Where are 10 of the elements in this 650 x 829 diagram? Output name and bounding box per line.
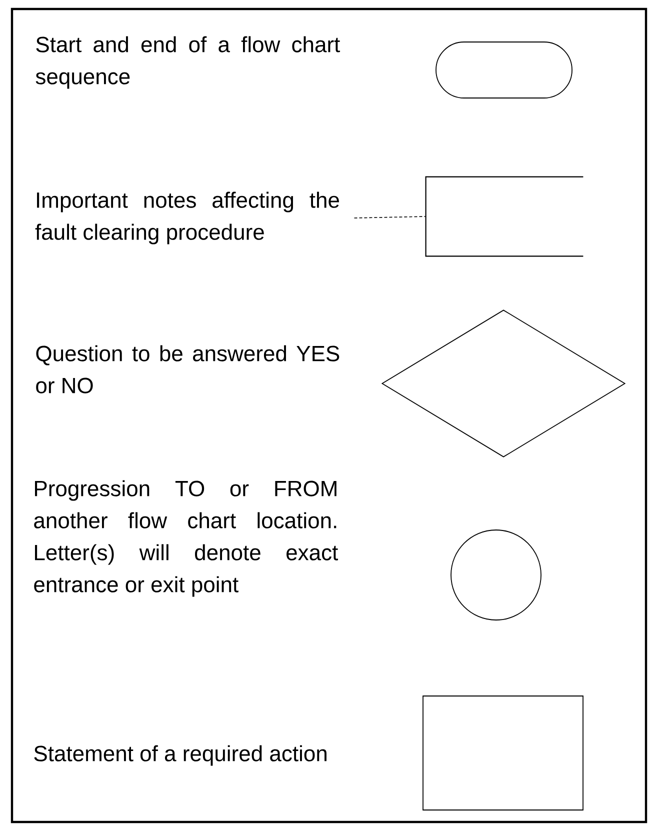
description-text: Start and end of a flow chart sequence xyxy=(36,36,340,89)
connector-circle xyxy=(450,530,542,620)
description-text: Progression TO or FROM another flow chart location. Letter(s) will denote exact entrance or exit point xyxy=(34,480,338,597)
note-text: Important notes affecting the fault clearing procedure xyxy=(35,192,339,244)
terminator-symbol xyxy=(436,42,572,98)
description-text: Question to be answered YES or NO xyxy=(36,345,340,394)
annotation-symbol xyxy=(425,176,584,257)
process-box xyxy=(422,696,584,810)
description-text: Statement of a required action xyxy=(34,745,326,766)
leader-line xyxy=(354,216,426,218)
